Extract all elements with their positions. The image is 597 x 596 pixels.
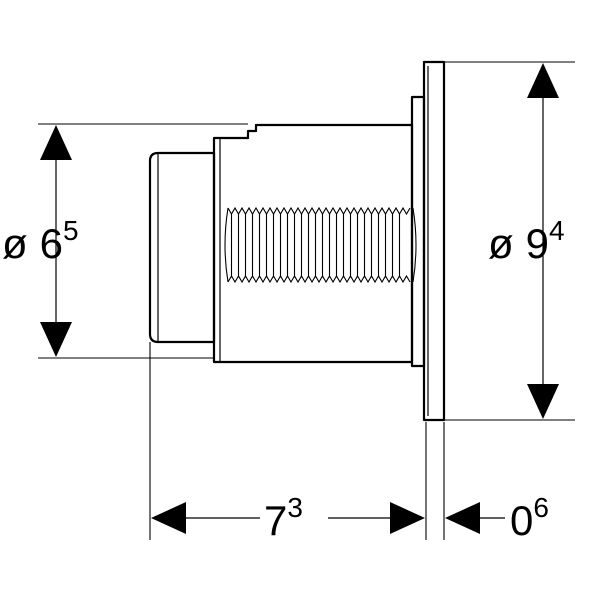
arrowheads	[40, 63, 559, 534]
front-cap	[148, 151, 216, 344]
right-arrow-up	[527, 63, 559, 98]
right-diameter-value: 9	[526, 220, 549, 267]
step-ring	[410, 95, 426, 368]
extension-lines	[38, 61, 575, 540]
right-diameter-sup: 4	[549, 215, 565, 246]
bottom-length-sup: 3	[287, 492, 303, 523]
bottom-offset-value: 0	[510, 497, 533, 544]
bottom-offset-label: 06	[510, 492, 549, 544]
thread-right-end	[412, 207, 417, 283]
offset-arrow-left	[445, 502, 480, 534]
main-body	[212, 123, 414, 364]
bottom-length-value: 7	[264, 497, 287, 544]
thread-pattern	[224, 206, 417, 284]
thread-crests	[227, 206, 411, 284]
thread-left-end	[224, 207, 229, 283]
flush-button-body	[148, 60, 446, 422]
left-arrow-up	[40, 125, 72, 160]
right-arrow-down	[527, 384, 559, 419]
left-diameter-sup: 5	[63, 215, 79, 246]
dimension-lines	[55, 98, 544, 519]
left-diameter-value: 6	[40, 220, 63, 267]
bottom-length-label: 73	[264, 492, 303, 544]
bottom-arrow-left	[151, 502, 186, 534]
right-diameter-symbol: ø	[488, 220, 514, 267]
left-arrow-down	[40, 322, 72, 357]
flange-plate	[422, 60, 446, 422]
bottom-arrow-right	[390, 502, 425, 534]
left-diameter-symbol: ø	[2, 220, 28, 267]
bottom-offset-sup: 6	[533, 492, 549, 523]
